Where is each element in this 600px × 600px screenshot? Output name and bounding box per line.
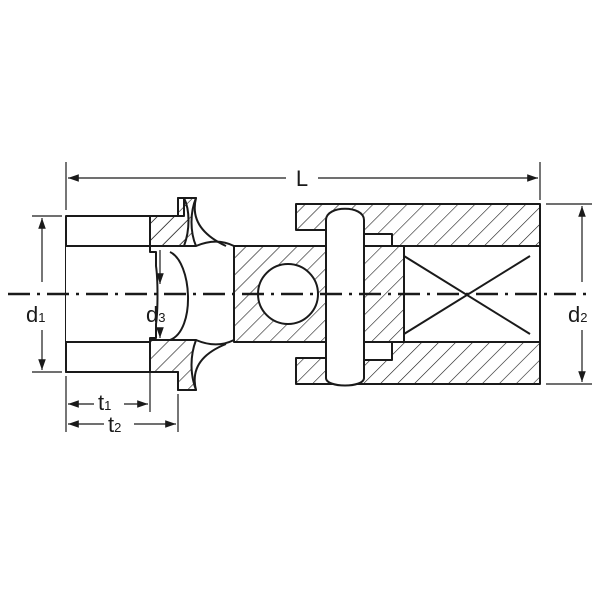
socket-bore xyxy=(66,245,159,343)
dimension-t1-label: t1 xyxy=(98,390,111,415)
dimension-d2-label: d2 xyxy=(568,302,587,327)
socket-lower-wall xyxy=(65,339,197,391)
dimension-d3-label: d3 xyxy=(146,302,165,327)
yoke-neck-lower xyxy=(195,339,235,346)
dimension-t1 xyxy=(65,346,151,432)
dimension-d1-label: d1 xyxy=(26,302,45,327)
dimension-L-label: L xyxy=(296,166,308,191)
dimension-d1 xyxy=(32,215,62,373)
socket-outline xyxy=(65,197,227,391)
dimension-t2-label: t2 xyxy=(108,412,121,437)
dimension-L xyxy=(65,162,541,210)
yoke-neck-upper xyxy=(195,240,235,247)
ball-end xyxy=(169,251,189,341)
dimension-d2 xyxy=(546,203,592,385)
socket-upper-collar xyxy=(149,197,197,247)
cross-pin xyxy=(325,207,365,387)
dimension-t2 xyxy=(68,394,179,432)
